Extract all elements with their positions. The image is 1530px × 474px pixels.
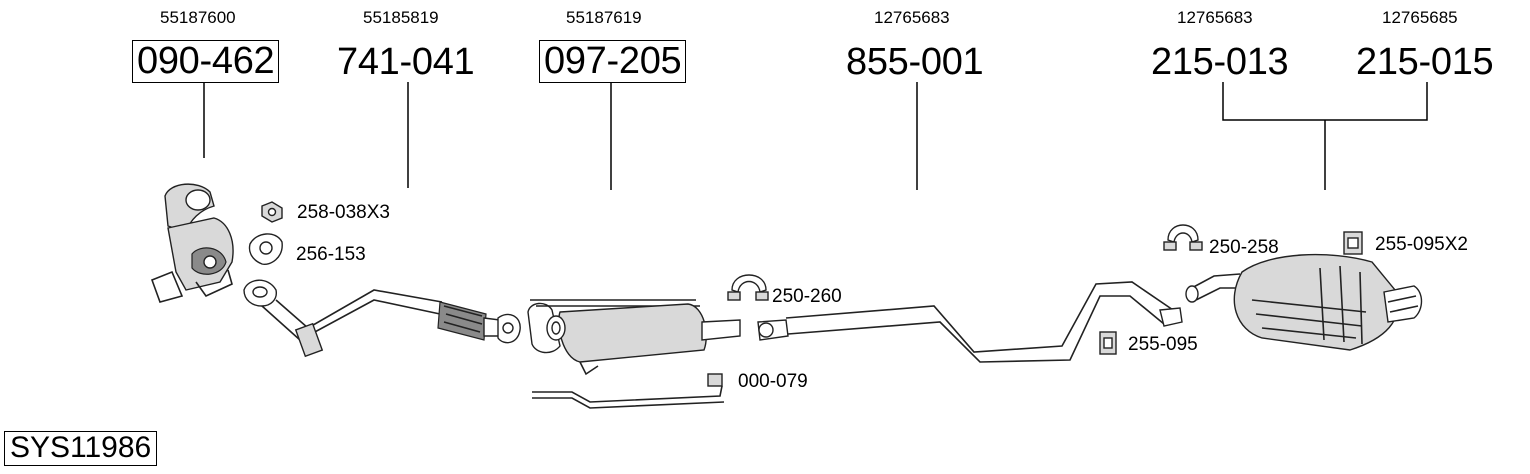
rear-silencer[interactable]: [1185, 253, 1423, 351]
front-pipe[interactable]: [243, 279, 521, 358]
middle-pipe[interactable]: [757, 281, 1183, 363]
label-gasket[interactable]: 256-153: [296, 244, 366, 265]
leader-rear-silencers: [1222, 82, 1428, 190]
part-number-front-pipe[interactable]: 741-041: [337, 41, 475, 83]
label-clamp-rear[interactable]: 250-258: [1209, 237, 1279, 258]
oem-number-middle-pipe: 12765683: [874, 8, 950, 27]
diesel-particulate-filter[interactable]: [527, 299, 741, 376]
part-number-catalytic[interactable]: 090-462: [132, 40, 280, 83]
mount-rear-icon[interactable]: [1343, 231, 1363, 255]
catalytic-converter[interactable]: [150, 183, 234, 303]
label-sensor-pipe[interactable]: 000-079: [738, 371, 808, 392]
mount-mid-icon[interactable]: [1099, 331, 1117, 355]
label-nut[interactable]: 258-038X3: [297, 202, 390, 223]
part-number-dpf[interactable]: 097-205: [539, 40, 687, 83]
oem-number-rear-silencer-1: 12765683: [1177, 8, 1253, 27]
sensor-pipe[interactable]: [532, 373, 725, 409]
part-number-rear-silencer-2[interactable]: 215-015: [1356, 41, 1494, 83]
oem-number-front-pipe: 55185819: [363, 8, 439, 27]
oem-number-dpf: 55187619: [566, 8, 642, 27]
label-mount-rear[interactable]: 255-095X2: [1375, 234, 1468, 255]
gasket-icon[interactable]: [248, 233, 283, 265]
part-number-rear-silencer-1[interactable]: 215-013: [1151, 41, 1289, 83]
label-mount-mid[interactable]: 255-095: [1128, 334, 1198, 355]
clamp-front-icon[interactable]: [727, 274, 769, 301]
system-id: SYS11986: [4, 431, 158, 466]
clamp-rear-icon[interactable]: [1163, 224, 1203, 251]
oem-number-catalytic: 55187600: [160, 8, 236, 27]
label-clamp-front[interactable]: 250-260: [772, 286, 842, 307]
part-number-middle-pipe[interactable]: 855-001: [846, 41, 984, 83]
oem-number-rear-silencer-2: 12765685: [1382, 8, 1458, 27]
nut-icon[interactable]: [261, 201, 283, 223]
